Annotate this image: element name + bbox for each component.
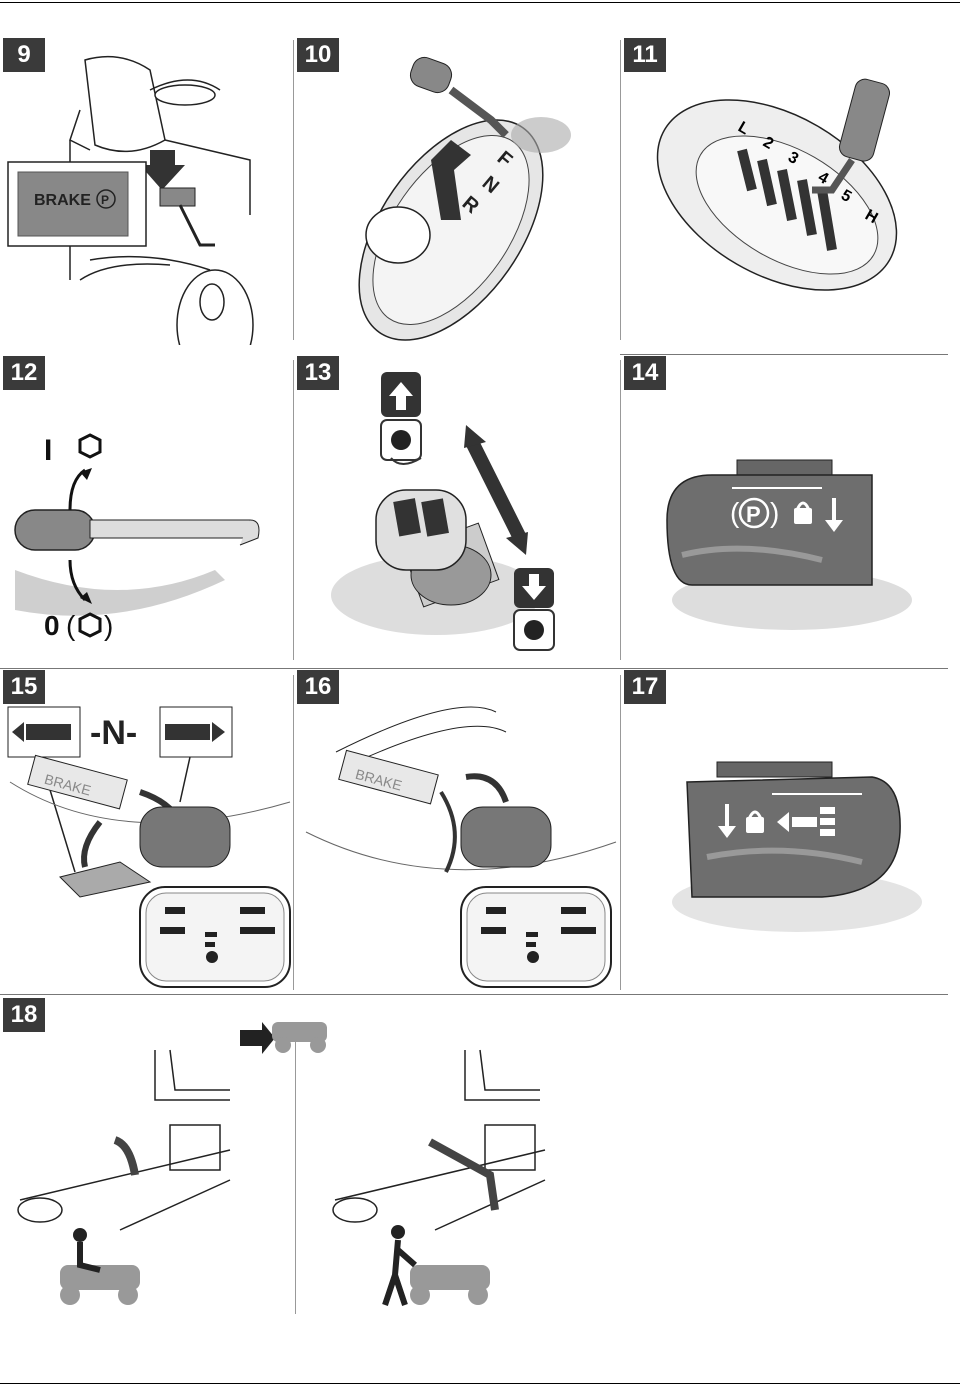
divider [620, 354, 948, 355]
illustration-gear-gate: F N R [358, 56, 571, 341]
divider [293, 675, 294, 990]
divider [620, 360, 621, 660]
illustration-pto-knob [331, 372, 555, 651]
svg-text:(: ( [66, 610, 76, 641]
svg-text:P: P [101, 193, 109, 207]
gear-cog-icon [78, 433, 102, 459]
rider-on-tractor-icon [60, 1265, 140, 1305]
bottom-rule [0, 1383, 960, 1384]
illustration-parking-lever-cap: ( P ) [666, 459, 912, 630]
panel-number: 17 [624, 670, 666, 704]
park-icon [96, 189, 116, 209]
neutral-label: -N- [90, 714, 137, 752]
panel-number: 13 [297, 356, 339, 390]
brake-label: BRAKE [34, 192, 91, 209]
gear-cog-icon [78, 612, 102, 638]
lock-icon [794, 508, 812, 524]
svg-text:): ) [104, 610, 113, 641]
divider [620, 40, 621, 340]
divider [620, 675, 621, 990]
lever-0: 0 [44, 610, 60, 641]
arrow-right-icon [240, 1022, 275, 1054]
park-icon [738, 497, 770, 529]
lock-icon [746, 817, 764, 833]
illustration-range-gate: L 2 3 4 5 H [656, 78, 898, 291]
illustration-drive-pedal-neutral: -N- BRAKE [7, 706, 291, 988]
panel-number: 18 [3, 998, 45, 1032]
panel-number: 9 [3, 38, 45, 72]
lever-i: I [44, 434, 52, 467]
divider [0, 994, 948, 995]
divider [293, 40, 294, 340]
top-rule [0, 2, 960, 3]
tractor-icon [410, 1265, 490, 1305]
svg-text:(: ( [730, 497, 740, 528]
divider [0, 668, 948, 669]
panel-number: 10 [297, 38, 339, 72]
svg-text:P: P [746, 502, 761, 527]
panel-number: 12 [3, 356, 45, 390]
panel-number: 11 [624, 38, 666, 72]
divider [295, 1040, 296, 1314]
illustration-brake-pedal: BRAKE P [7, 55, 254, 345]
illustration-pto-lever: I 0 ( ) [14, 433, 260, 641]
panel-number: 15 [3, 670, 45, 704]
panel-number: 14 [624, 356, 666, 390]
tractor-icon [272, 1022, 327, 1053]
person-pushing-icon [391, 1225, 405, 1239]
panel-number: 16 [297, 670, 339, 704]
illustration-speed-lever-cap [672, 761, 922, 932]
svg-text:): ) [770, 497, 779, 528]
arrow-left-icon [777, 812, 789, 832]
illustration-drive-pedal: BRAKE [305, 706, 617, 988]
illustration-bypass-lever [17, 1022, 546, 1306]
divider [293, 360, 294, 660]
